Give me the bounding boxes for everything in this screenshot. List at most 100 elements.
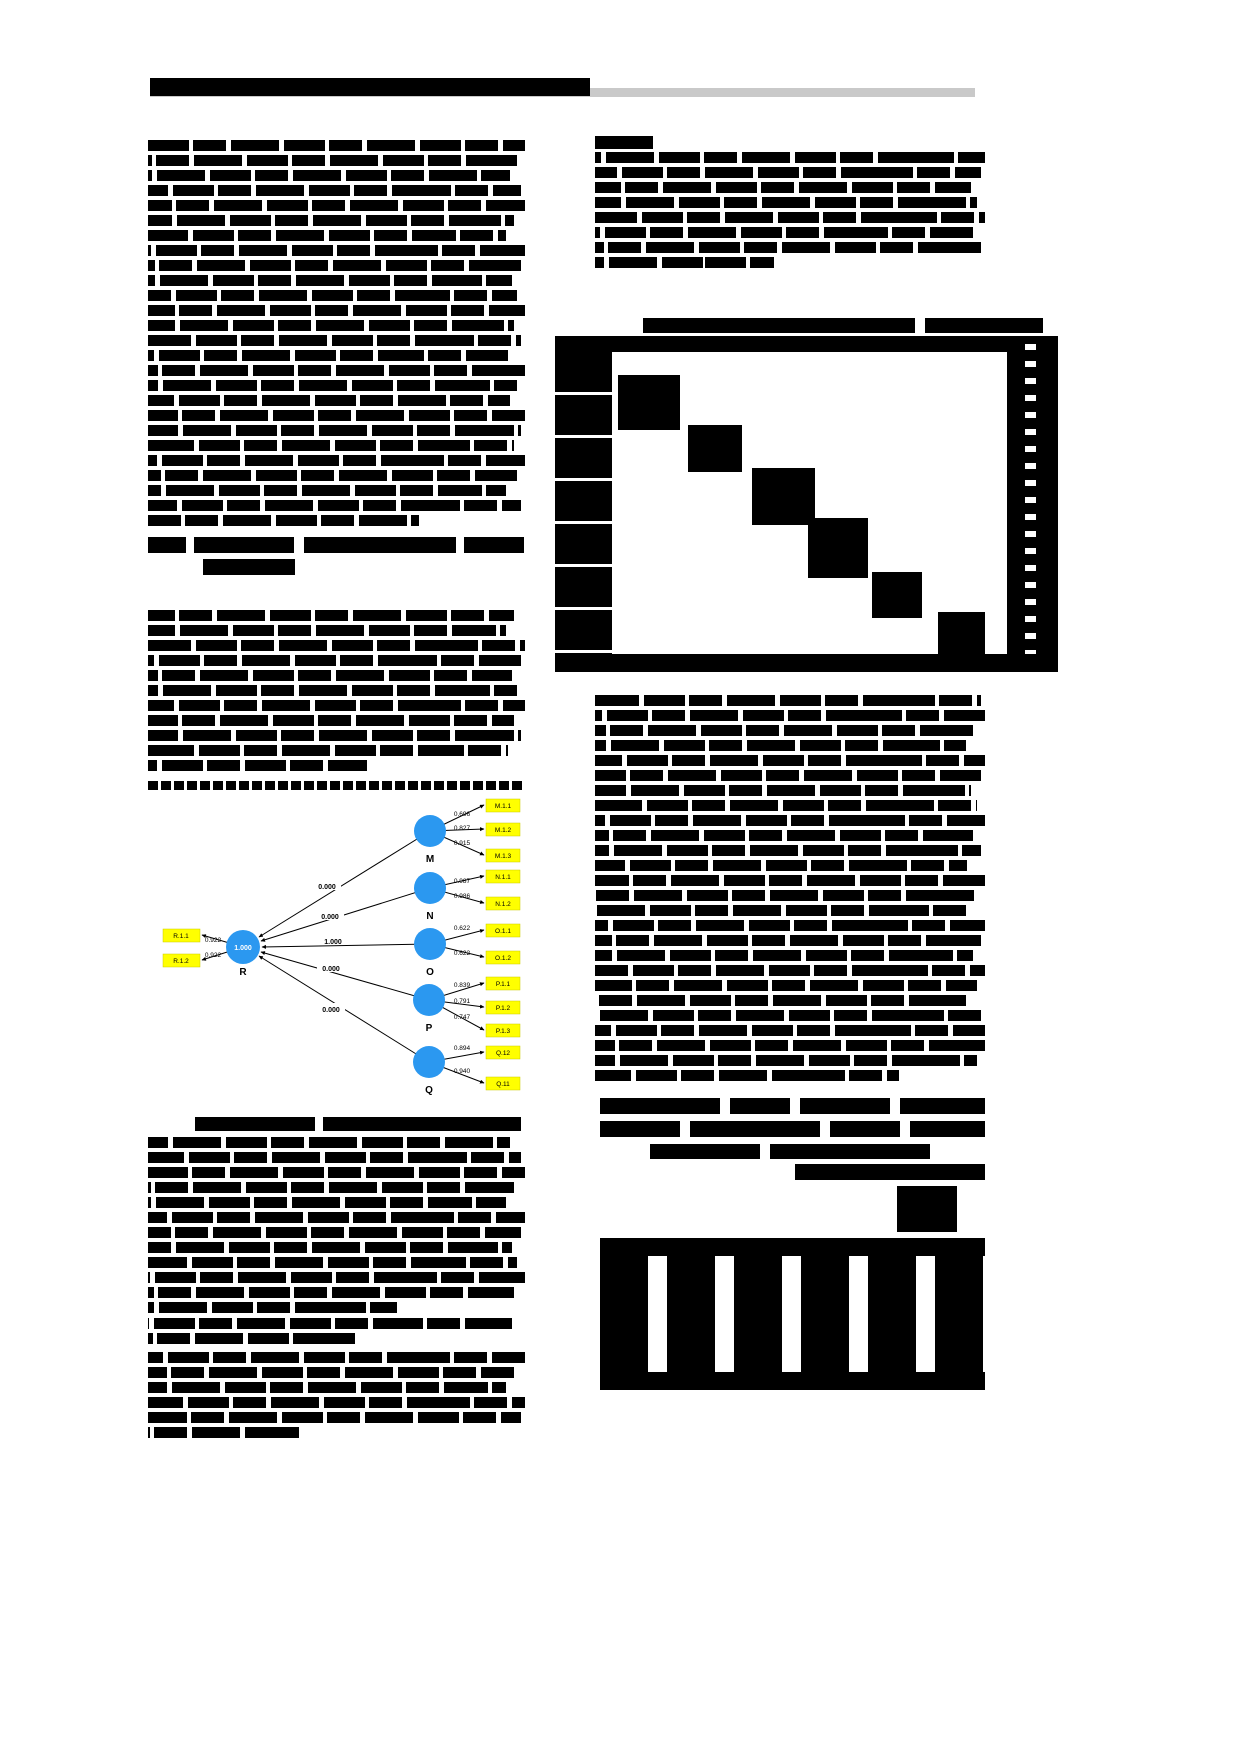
redacted-text-line	[148, 715, 514, 726]
redacted-text-line	[148, 655, 522, 666]
redacted-text-line	[148, 455, 525, 466]
redacted-text-line	[595, 1055, 978, 1066]
redacted-text-line	[148, 610, 514, 621]
redacted-text-line	[595, 1025, 985, 1036]
table-rowlabels-redacted	[555, 352, 612, 654]
redacted-text-line	[595, 755, 985, 766]
redacted-text-line	[148, 320, 514, 331]
indicator-box-p11	[485, 976, 521, 991]
indicator-label-n11: N.1.1	[495, 874, 511, 881]
table-header-redacted	[555, 336, 1058, 352]
redacted-text-line	[148, 1412, 522, 1423]
redacted-text-line	[148, 1287, 514, 1298]
construct-node-o	[414, 928, 446, 960]
redacted-text-line	[148, 200, 525, 211]
redacted-text-line	[595, 875, 985, 886]
redacted-paragraph	[595, 152, 985, 272]
redacted-text-line	[595, 950, 974, 961]
redacted-text-line	[595, 740, 966, 751]
redacted-text-line	[148, 1242, 512, 1253]
redacted-heading-block	[690, 1121, 820, 1137]
redacted-text-line	[148, 1352, 525, 1363]
construct-node-p	[413, 984, 445, 1016]
redacted-columns-table	[600, 1238, 985, 1390]
redacted-text-line	[595, 920, 985, 931]
redacted-text-line	[148, 1427, 299, 1438]
loading-r12: 0.922	[205, 952, 222, 959]
redacted-text-line	[595, 242, 982, 253]
path-p-to-r	[260, 951, 430, 1001]
indicator-label-q12: Q.12	[496, 1050, 510, 1057]
redacted-text-line	[595, 152, 985, 163]
redacted-text-line	[148, 1333, 356, 1344]
redacted-text-block	[897, 1186, 957, 1232]
redacted-text-line	[148, 1257, 518, 1268]
indicator-label-q11: Q.11	[496, 1081, 510, 1088]
redacted-text-line	[148, 395, 510, 406]
redacted-paragraph	[595, 695, 985, 1085]
redacted-text-line	[148, 515, 420, 526]
loading-r11: 0.922	[205, 937, 222, 944]
redacted-heading-block	[900, 1098, 985, 1114]
redacted-text-line	[148, 1167, 525, 1178]
redacted-text-line	[595, 965, 985, 976]
matrix-diagonal-cell	[872, 572, 922, 618]
path-coefficient-p: 0.000	[322, 966, 340, 973]
path-n-to-r	[260, 887, 431, 942]
redacted-heading-block	[194, 537, 294, 553]
redacted-paragraph	[148, 610, 525, 775]
redacted-text-line	[148, 155, 518, 166]
loading-q12: 0.894	[454, 1045, 471, 1052]
path-label-backing	[317, 962, 345, 972]
indicator-box-m12	[485, 822, 521, 837]
loading-o12: 0.622	[454, 950, 471, 957]
redacted-text-line	[148, 625, 507, 636]
loading-n12: 0.986	[454, 893, 471, 900]
redacted-text-line	[148, 1318, 512, 1329]
redacted-text-line	[595, 197, 978, 208]
loading-m13: 0.915	[454, 840, 471, 847]
indicator-box-m13	[485, 848, 521, 863]
redacted-text-line	[148, 745, 509, 756]
redacted-text-line	[595, 905, 970, 916]
redacted-heading-block	[910, 1121, 985, 1137]
redacted-text-line	[595, 182, 972, 193]
construct-label-n: N	[426, 911, 433, 922]
redacted-text-line	[148, 335, 522, 346]
redacted-text-line	[595, 860, 968, 871]
redacted-heading-block	[730, 1098, 790, 1114]
redacted-heading-block	[830, 1121, 900, 1137]
redacted-text-line	[148, 410, 525, 421]
construct-label-r: R	[239, 967, 247, 978]
indicator-box-r12	[162, 953, 201, 968]
redacted-heading-block	[148, 537, 186, 553]
redacted-text-line	[595, 815, 985, 826]
table-footer-redacted	[600, 1372, 985, 1390]
indicator-box-q11	[485, 1076, 521, 1091]
path-coefficient-q: 0.000	[322, 1007, 340, 1014]
redacted-text-line	[148, 1272, 525, 1283]
table-columns-redacted	[600, 1256, 985, 1372]
indicator-box-p13	[485, 1023, 521, 1038]
indicator-label-r11: R.1.1	[173, 933, 189, 940]
redacted-text-line	[148, 700, 525, 711]
redacted-text-line	[595, 227, 974, 238]
redacted-text-line	[148, 670, 512, 681]
redacted-text-line	[595, 167, 982, 178]
journal-header-redacted	[150, 78, 590, 96]
redacted-text-line	[148, 350, 509, 361]
loading-m11: 0.696	[454, 811, 471, 818]
redacted-text-line	[595, 845, 982, 856]
redacted-paragraph	[148, 140, 525, 530]
matrix-diagonal-cell	[808, 518, 868, 578]
loading-p12: 0.791	[454, 998, 471, 1005]
matrix-diagonal-cell	[618, 375, 680, 430]
redacted-paragraph	[148, 1137, 525, 1317]
redacted-text-line	[148, 290, 518, 301]
redacted-text-line	[148, 230, 507, 241]
redacted-text-line	[148, 1367, 514, 1378]
redacted-heading-block	[304, 537, 456, 553]
matrix-diagonal-cell	[938, 612, 985, 654]
redacted-text-line	[595, 830, 974, 841]
